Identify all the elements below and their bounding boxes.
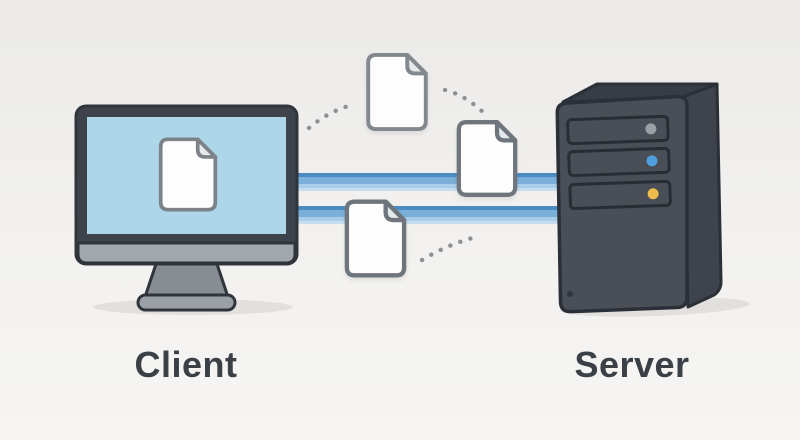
- dotted-arc-bottom: [419, 233, 483, 263]
- power-led-icon: [567, 291, 573, 297]
- status-led-gray-icon: [645, 123, 657, 135]
- document-bottom-icon: [344, 199, 407, 278]
- data-pipe-bottom: [278, 206, 574, 224]
- drive-bay-1: [566, 114, 670, 146]
- dotted-arc-left: [306, 102, 355, 131]
- document-top-icon: [366, 52, 428, 132]
- server-label: Server: [574, 344, 690, 385]
- drive-bay-3: [568, 179, 672, 211]
- drive-bay-2: [567, 146, 671, 178]
- status-led-blue-icon: [646, 155, 658, 167]
- client-label: Client: [134, 344, 238, 385]
- client-computer: [74, 104, 299, 315]
- server-side-face: [681, 82, 723, 309]
- monitor-chin: [76, 241, 297, 265]
- dotted-arc-right: [442, 87, 487, 116]
- monitor-stand: [143, 262, 230, 299]
- monitor-base: [136, 293, 237, 312]
- server-tower: [555, 82, 750, 317]
- data-pipe-top: [278, 173, 574, 191]
- status-led-yellow-icon: [647, 188, 659, 200]
- document-middle-icon: [456, 120, 518, 197]
- document-icon: [158, 137, 218, 212]
